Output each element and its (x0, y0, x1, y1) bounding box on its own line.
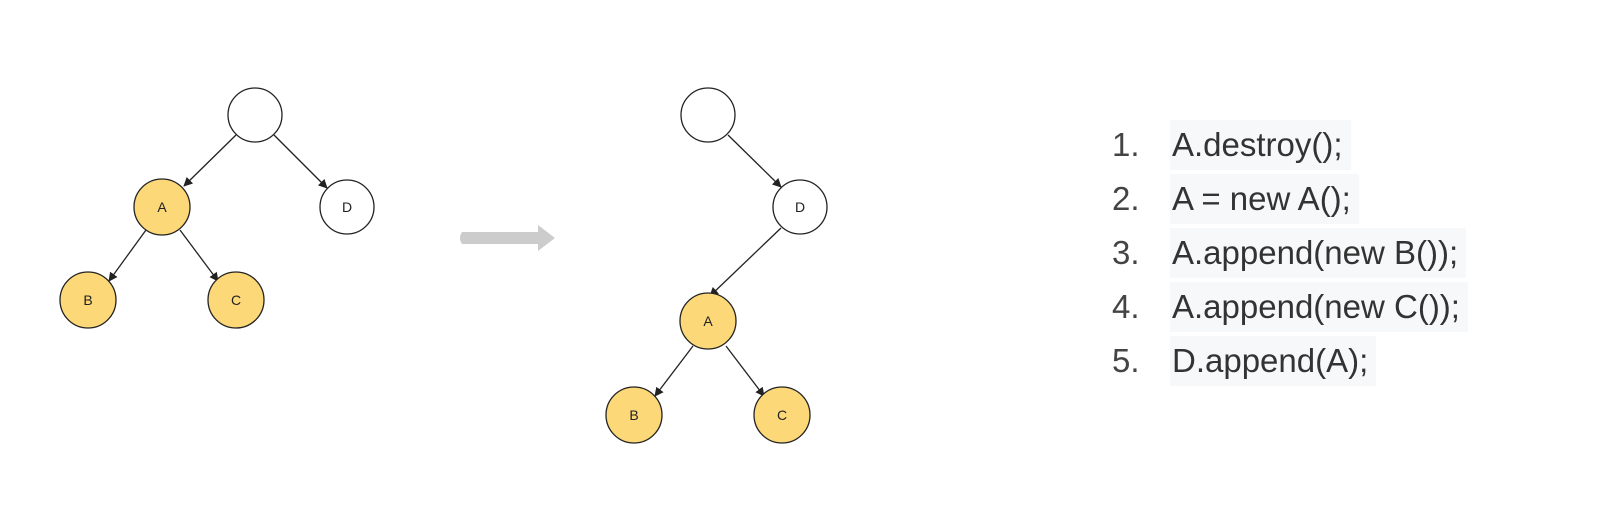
step-code: A.append(new C()); (1170, 282, 1468, 332)
step-code: A = new A(); (1170, 174, 1359, 224)
step-code: A.append(new B()); (1170, 228, 1467, 278)
node-root (680, 87, 736, 143)
step-number: 2. (1112, 180, 1140, 217)
node-b: B (605, 386, 663, 444)
transition-arrow (460, 225, 555, 251)
step-number: 1. (1112, 126, 1140, 163)
node-root (227, 87, 283, 143)
step-item: 4. A.append(new C()); (1112, 280, 1468, 334)
node-b-label: B (629, 407, 638, 423)
edge-root-a (183, 134, 237, 187)
edge-d-a (709, 227, 782, 297)
node-c: C (207, 271, 265, 329)
edge-a-c (179, 229, 219, 282)
node-a-label: A (703, 313, 713, 329)
before-tree: A D B C (59, 87, 375, 329)
step-code: D.append(A); (1170, 336, 1377, 386)
step-item: 2. A = new A(); (1112, 172, 1468, 226)
node-a-label: A (157, 199, 167, 215)
node-d: D (772, 179, 828, 235)
node-d-label: D (795, 199, 805, 215)
edge-a-c (725, 345, 765, 397)
step-number: 3. (1112, 234, 1140, 271)
node-c-label: C (777, 407, 787, 423)
node-c-label: C (231, 292, 241, 308)
node-b: B (59, 271, 117, 329)
step-code: A.destroy(); (1170, 120, 1351, 170)
edge-root-d (727, 134, 782, 188)
edge-root-d (273, 134, 328, 189)
code-steps-list: 1. A.destroy(); 2. A = new A(); 3. A.app… (1112, 118, 1468, 388)
node-d-label: D (342, 199, 352, 215)
step-item: 5. D.append(A); (1112, 334, 1468, 388)
node-b-label: B (83, 292, 92, 308)
node-c: C (753, 386, 811, 444)
step-item: 1. A.destroy(); (1112, 118, 1468, 172)
node-d: D (319, 179, 375, 235)
step-item: 3. A.append(new B()); (1112, 226, 1468, 280)
edge-a-b (654, 345, 694, 397)
node-a: A (133, 178, 191, 236)
step-number: 5. (1112, 342, 1140, 379)
edge-a-b (108, 229, 147, 282)
step-number: 4. (1112, 288, 1140, 325)
after-tree: D A B C (605, 87, 828, 444)
node-a: A (679, 292, 737, 350)
